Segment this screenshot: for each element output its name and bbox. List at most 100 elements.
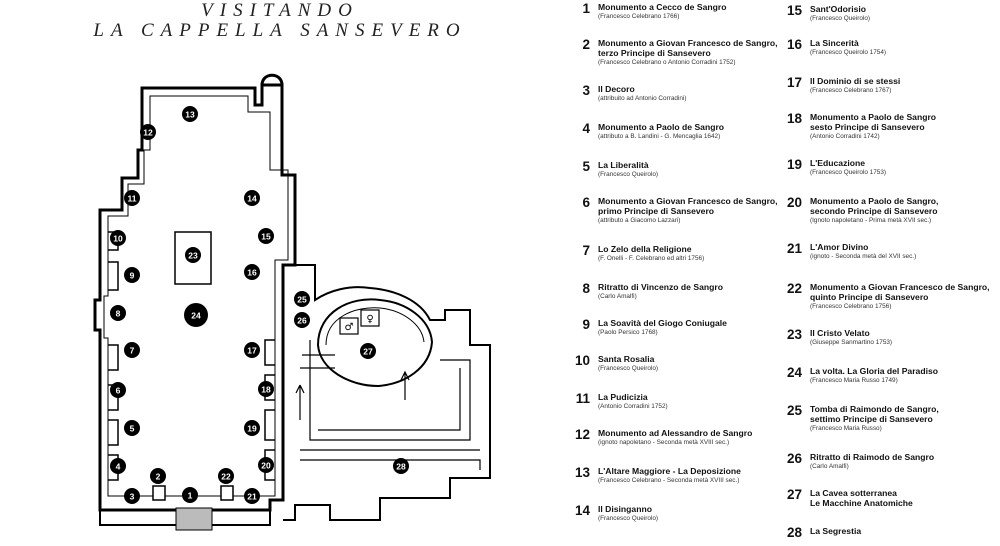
legend-number: 21 bbox=[786, 241, 802, 256]
legend-text: Il Disinganno(Francesco Queirolo) bbox=[598, 504, 658, 523]
legend-title: Monumento a Paolo de Sangro sesto Princi… bbox=[810, 112, 937, 132]
marker-label: 2 bbox=[156, 472, 161, 482]
marker-label: 7 bbox=[130, 346, 135, 356]
legend-text: La Sincerità(Francesco Queirolo 1754) bbox=[810, 38, 886, 57]
marker-label: 26 bbox=[297, 316, 307, 326]
marker-label: 3 bbox=[130, 492, 135, 502]
chapel-inner-wall bbox=[103, 95, 289, 497]
marker-dot bbox=[393, 458, 409, 474]
cavea-ring bbox=[316, 298, 434, 388]
marker-dot bbox=[185, 247, 201, 263]
plan-marker-8: 8 bbox=[110, 305, 126, 321]
legend-text: Monumento a Paolo de Sangro sesto Princi… bbox=[810, 112, 936, 141]
plan-marker-21: 21 bbox=[244, 488, 260, 504]
legend-number: 6 bbox=[582, 195, 590, 210]
legend-author: (attribuito ad Antonio Corradini) bbox=[598, 95, 687, 102]
legend-author: (Francesco Celebrano - Seconda metà XVII… bbox=[598, 477, 740, 484]
legend-title: L'Amor Divino bbox=[810, 242, 869, 252]
title-line-1: VISITANDO bbox=[201, 0, 359, 21]
legend-title: Monumento a Paolo de Sangro bbox=[598, 122, 725, 132]
legend-title: La volta. La Gloria del Paradiso bbox=[810, 366, 938, 376]
marker-dot bbox=[244, 342, 260, 358]
marker-label: 19 bbox=[247, 424, 257, 434]
legend-text: La Pudicizia(Antonio Corradini 1752) bbox=[598, 392, 668, 411]
plan-marker-11: 11 bbox=[124, 190, 140, 206]
marker-dot bbox=[184, 303, 208, 327]
plan-marker-2: 2 bbox=[150, 468, 166, 484]
legend-title: Il Dominio di se stessi bbox=[810, 76, 901, 86]
marker-dot bbox=[110, 382, 126, 398]
plan-marker-9: 9 bbox=[124, 267, 140, 283]
legend-author: (Francesco Maria Russo 1749) bbox=[810, 377, 898, 384]
legend-number: 17 bbox=[786, 75, 802, 90]
legend-text: Tomba di Raimondo de Sangro, settimo Pri… bbox=[810, 404, 939, 433]
legend-author: (ignoto - Seconda metà del XVII sec.) bbox=[810, 253, 917, 260]
plan-marker-1: 1 bbox=[182, 487, 198, 503]
legend-number: 18 bbox=[786, 111, 802, 126]
legend-title: Monumento a Giovan Francesco de Sangro, … bbox=[810, 282, 990, 302]
marker-dot bbox=[258, 228, 274, 244]
legend-text: Monumento a Cecco de Sangro(Francesco Ce… bbox=[598, 2, 726, 21]
legend-author: (attributo a Giacomo Lazzari) bbox=[598, 217, 681, 224]
marker-label: 8 bbox=[116, 309, 121, 319]
marker-label: 20 bbox=[261, 461, 271, 471]
plan-marker-14: 14 bbox=[244, 190, 260, 206]
legend-author: (Francesco Queirolo 1753) bbox=[810, 169, 887, 176]
visit-path-arrow bbox=[295, 354, 410, 420]
legend-title: Tomba di Raimondo de Sangro, settimo Pri… bbox=[810, 404, 939, 424]
marker-label: 23 bbox=[188, 251, 198, 261]
restroom-sign-box-2 bbox=[360, 309, 380, 327]
entrance bbox=[175, 507, 213, 531]
legend-text: Santa Rosalia(Francesco Queirolo) bbox=[598, 354, 658, 373]
plan-marker-4: 4 bbox=[110, 458, 126, 474]
marker-dot bbox=[110, 458, 126, 474]
legend-title: Monumento ad Alessandro de Sangro bbox=[598, 428, 753, 438]
legend-number: 25 bbox=[786, 403, 802, 418]
legend-author: (Francesco Queirolo) bbox=[598, 171, 659, 178]
tomb-marker-left bbox=[152, 485, 166, 501]
legend-title: La Pudicizia bbox=[598, 392, 648, 402]
legend-text: Il Cristo Velato(Giuseppe Sanmartino 175… bbox=[810, 328, 892, 347]
legend-text: La Liberalità(Francesco Queirolo) bbox=[598, 160, 658, 179]
marker-dot bbox=[124, 420, 140, 436]
marker-dot bbox=[124, 488, 140, 504]
legend-title: Sant'Odorisio bbox=[810, 4, 866, 14]
marker-dot bbox=[140, 124, 156, 140]
legend-text: L'Amor Divino(ignoto - Seconda metà del … bbox=[810, 242, 916, 261]
plan-marker-25: 25 bbox=[294, 291, 310, 307]
legend-title: Ritratto di Raimodo de Sangro bbox=[810, 452, 935, 462]
legend-text: Il Dominio di se stessi(Francesco Celebr… bbox=[810, 76, 900, 95]
legend-text: La Segrestia bbox=[810, 526, 861, 536]
legend-text: Monumento a Giovan Francesco de Sangro, … bbox=[598, 38, 778, 67]
legend-title: La Cavea sotterranea Le Macchine Anatomi… bbox=[810, 488, 913, 508]
legend-text: Lo Zelo della Religione(F. Onelli - F. C… bbox=[598, 244, 704, 263]
plan-marker-22: 22 bbox=[218, 468, 234, 484]
plan-marker-5: 5 bbox=[124, 420, 140, 436]
legend-number: 11 bbox=[575, 391, 590, 406]
cristo-velato-enclosure bbox=[174, 231, 212, 285]
plan-marker-20: 20 bbox=[258, 457, 274, 473]
marker-label: 11 bbox=[128, 194, 137, 204]
legend-title: Santa Rosalia bbox=[598, 354, 655, 364]
legend-author: (Antonio Corradini 1742) bbox=[810, 133, 880, 140]
tomb-marker-right bbox=[220, 485, 234, 501]
legend-author: (Francesco Queirolo) bbox=[598, 365, 659, 372]
legend-number: 28 bbox=[786, 525, 802, 540]
cavea-inner-ring bbox=[325, 307, 425, 346]
marker-label: 9 bbox=[130, 271, 135, 281]
plan-marker-24: 24 bbox=[184, 303, 208, 327]
marker-dot bbox=[110, 230, 126, 246]
marker-label: 17 bbox=[247, 346, 257, 356]
plan-marker-10: 10 bbox=[110, 230, 126, 246]
marker-dot bbox=[360, 343, 376, 359]
legend-author: (Francesco Celebrano o Antonio Corradini… bbox=[598, 59, 736, 66]
marker-label: 15 bbox=[261, 232, 271, 242]
